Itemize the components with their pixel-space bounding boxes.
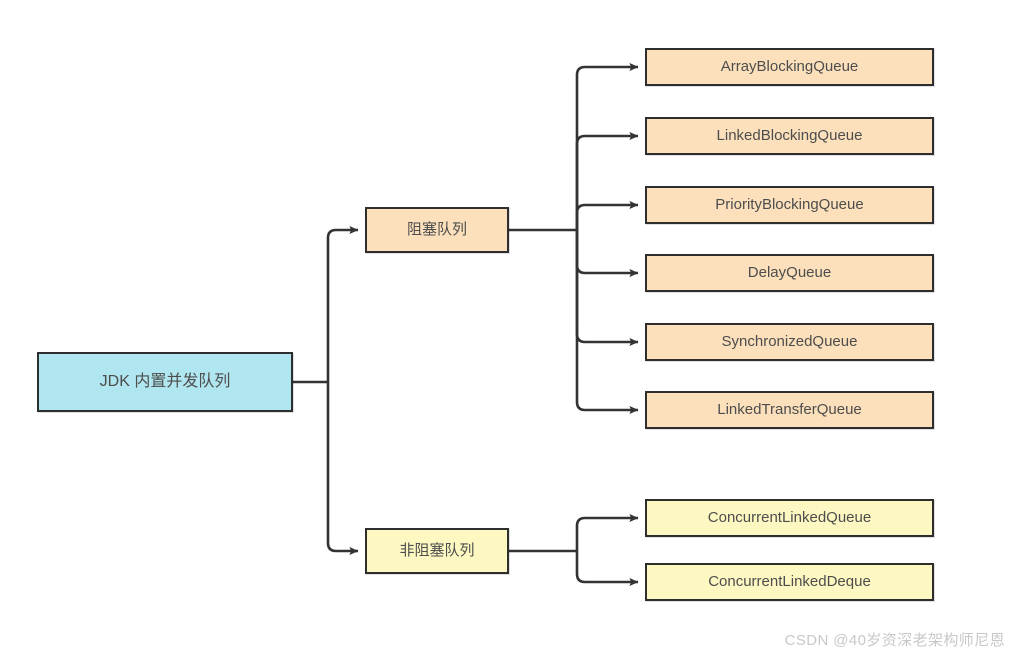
node-root-jdk-concurrent-queues[interactable]: JDK 内置并发队列: [37, 352, 293, 412]
node-leaf-synchronized-queue[interactable]: SynchronizedQueue: [645, 323, 934, 361]
node-leaf-label: PriorityBlockingQueue: [715, 196, 864, 214]
node-leaf-label: LinkedTransferQueue: [717, 401, 862, 419]
node-leaf-linked-transfer-queue[interactable]: LinkedTransferQueue: [645, 391, 934, 429]
node-leaf-label: ConcurrentLinkedQueue: [707, 509, 872, 527]
edge-nonblocking-leaf-2: [575, 551, 639, 586]
node-branch-nonblocking-label: 非阻塞队列: [399, 542, 475, 560]
node-leaf-label: DelayQueue: [747, 264, 832, 282]
edge-blocking-leaf-2: [575, 132, 639, 230]
csdn-watermark: CSDN @40岁资深老架构师尼恩: [784, 632, 1005, 649]
node-leaf-label: SynchronizedQueue: [721, 333, 858, 351]
edge-root-to-blocking: [326, 226, 359, 382]
node-branch-nonblocking-queue[interactable]: 非阻塞队列: [365, 528, 509, 574]
node-root-label: JDK 内置并发队列: [99, 372, 231, 390]
edge-root-to-nonblocking: [326, 382, 359, 555]
node-leaf-priority-blocking-queue[interactable]: PriorityBlockingQueue: [645, 186, 934, 224]
edge-blocking-leaf-3: [575, 201, 639, 230]
edge-blocking-leaf-1: [575, 63, 639, 230]
node-leaf-concurrent-linked-deque[interactable]: ConcurrentLinkedDeque: [645, 563, 934, 601]
edge-blocking-leaf-4: [575, 230, 639, 277]
node-branch-blocking-queue[interactable]: 阻塞队列: [365, 207, 509, 253]
node-leaf-concurrent-linked-queue[interactable]: ConcurrentLinkedQueue: [645, 499, 934, 537]
edge-blocking-leaf-5: [575, 230, 639, 346]
node-leaf-delay-queue[interactable]: DelayQueue: [645, 254, 934, 292]
node-leaf-label: LinkedBlockingQueue: [716, 127, 863, 145]
node-leaf-label: ArrayBlockingQueue: [720, 58, 859, 76]
node-leaf-array-blocking-queue[interactable]: ArrayBlockingQueue: [645, 48, 934, 86]
edge-nonblocking-leaf-1: [575, 514, 639, 551]
node-leaf-label: ConcurrentLinkedDeque: [708, 573, 871, 591]
node-branch-blocking-label: 阻塞队列: [406, 221, 467, 239]
edge-blocking-leaf-6: [575, 230, 639, 414]
node-leaf-linked-blocking-queue[interactable]: LinkedBlockingQueue: [645, 117, 934, 155]
